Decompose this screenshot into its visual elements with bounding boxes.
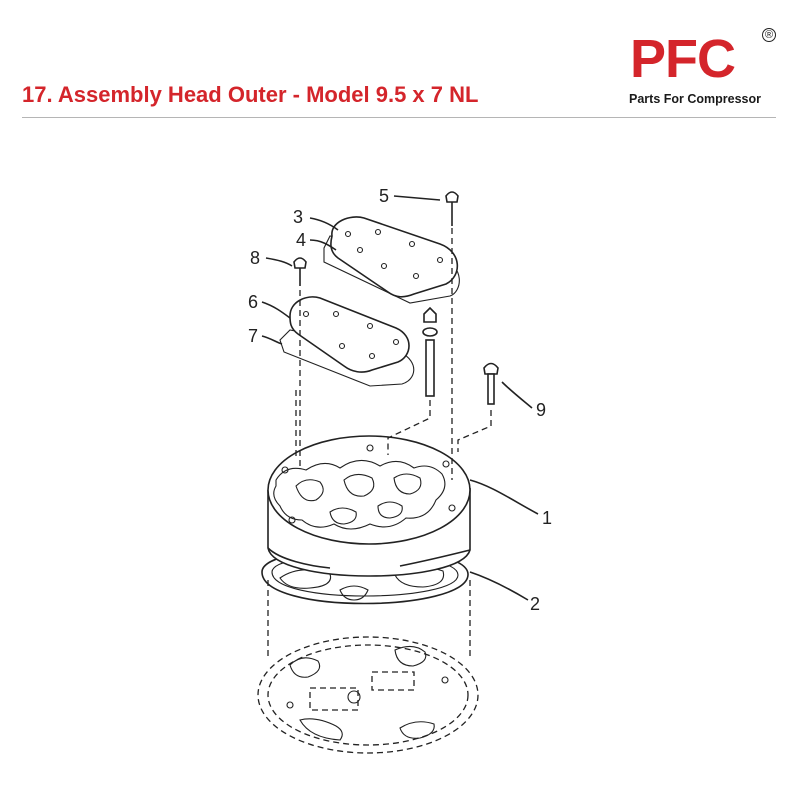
bolt-9 [483, 362, 499, 405]
title-divider [22, 117, 776, 118]
callout-7: 7 [248, 326, 258, 346]
logo-mark: PFC [630, 29, 736, 89]
alignment-lines [267, 228, 492, 660]
bolt-5 [445, 191, 459, 226]
bolt-8 [293, 257, 307, 286]
callout-2: 2 [530, 594, 540, 614]
callout-9: 9 [536, 400, 546, 420]
callout-4: 4 [296, 230, 306, 250]
lower-cover-plate [279, 296, 415, 387]
callout-1: 1 [542, 508, 552, 528]
logo-tagline: Parts For Compressor [629, 92, 761, 106]
pfc-logo: PFC ® Parts For Compressor [626, 26, 776, 112]
valve-plate [257, 636, 479, 754]
page-title: 17. Assembly Head Outer - Model 9.5 x 7 … [22, 82, 479, 107]
callout-3: 3 [293, 207, 303, 227]
leader-lines [261, 195, 539, 601]
callout-5: 5 [379, 186, 389, 206]
registered-mark: ® [762, 28, 776, 42]
callout-8: 8 [250, 248, 260, 268]
head-outer-body [267, 435, 471, 577]
stud-with-nut [422, 306, 438, 397]
callout-6: 6 [248, 292, 258, 312]
upper-cover-plate [323, 216, 460, 304]
